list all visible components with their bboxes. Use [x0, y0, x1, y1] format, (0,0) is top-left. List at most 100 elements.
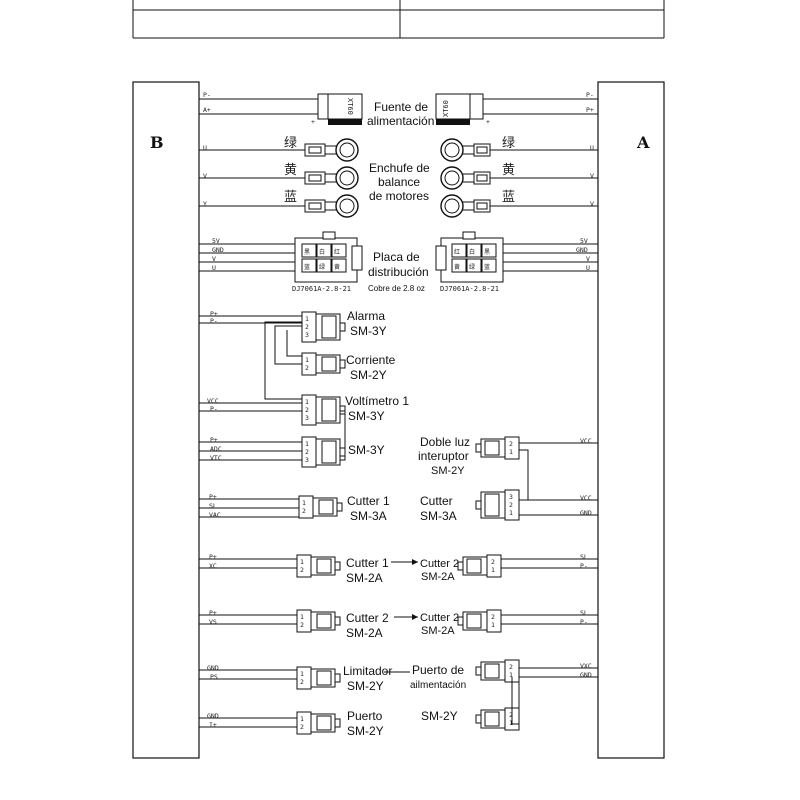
- cutter2-2a-right-pin-1: SL: [580, 609, 588, 617]
- cutter2-2a-right-connector-pin-number: 1: [491, 621, 495, 629]
- cutter2-2a-type: SM-2A: [346, 626, 383, 640]
- balance-right-plug-inner: [476, 202, 488, 210]
- plate-left-top-2: 白: [319, 248, 325, 256]
- cutter-3a-connector-slot: [484, 493, 500, 517]
- balance-label-line3: de motores: [369, 189, 429, 203]
- balance-right-ring-hole: [444, 198, 460, 214]
- doble-luz-line2: interuptor: [418, 449, 469, 463]
- limitador-pin-1: GND: [207, 664, 219, 672]
- cutter2-2a-name: Cutter 2: [346, 611, 389, 625]
- jumper-alarma-voltimetro: [264, 321, 302, 400]
- cutter2-2a-right-pin-2: P-: [580, 618, 588, 626]
- xt60-left-connector: XT60 +: [311, 93, 363, 126]
- plate-right-top-2: 白: [469, 248, 475, 256]
- cutter2-2a-connector-slot: [316, 613, 332, 629]
- cutter1-2a-right-pin-2: P-: [580, 562, 588, 570]
- cutter1-3a-type: SM-3A: [350, 509, 387, 523]
- cutter-3a-connector-pin-number: 2: [509, 501, 513, 509]
- sm3y-connector-pin-number: 1: [305, 440, 309, 448]
- cutter2-2a-pin-1: P+: [209, 609, 217, 617]
- xt60-row: P- A+ P- P+ XT60 + XT60 + Fuente de alim…: [199, 91, 598, 128]
- plate-right-connector: 红 白 黑 黄 绿 蓝: [435, 231, 504, 283]
- xt60-left-plus: +: [311, 118, 315, 126]
- sm3y-connector-pin-number: 3: [305, 456, 309, 464]
- cutter2-2a-connector: 12: [296, 609, 341, 633]
- sm3y-pin-2: ADC: [210, 445, 222, 453]
- plate-label-line1: Placa de: [373, 250, 420, 264]
- puerto-alim-right-pin-1: VXC: [580, 662, 592, 670]
- cutter1-2a-right-connector-pin-number: 2: [491, 558, 495, 566]
- xt60-left-model: XT60: [346, 98, 354, 115]
- voltimetro-type: SM-3Y: [348, 409, 385, 423]
- balance-right-color-1: 绿: [502, 136, 515, 151]
- puerto-alim-connector-pin-number: 1: [509, 671, 513, 679]
- doble-luz-line1: Doble luz: [420, 435, 470, 449]
- balance-label-line1: Enchufe de: [369, 161, 430, 175]
- cutter2-2a-connector-latch: [334, 616, 341, 626]
- doble-luz-connector: 21: [475, 436, 520, 460]
- balance-left-ring-hole: [339, 142, 355, 158]
- xt60-right-plus: +: [486, 118, 490, 126]
- plate-right-pin-4: U: [586, 264, 590, 272]
- limitador-connector-pin-number: 1: [300, 670, 304, 678]
- side-label-a: A: [636, 133, 650, 152]
- sm2y-right-connector-latch: [475, 714, 482, 724]
- xt60-right-connector: XT60 +: [435, 93, 490, 126]
- plate-label-line2: distribución: [368, 265, 429, 279]
- balance-right-ring-hole: [444, 142, 460, 158]
- sm3y-connector-latch: [339, 447, 346, 457]
- corriente-connector-slot: [321, 356, 337, 372]
- puerto-alim-connector-latch: [475, 666, 482, 676]
- xt60-label-line2: alimentación: [367, 114, 434, 128]
- plate-left-top-1: 黑: [304, 249, 310, 256]
- plate-right-part: DJ7061A-2.8-21: [440, 285, 499, 293]
- balance-right-color-2: 黄: [502, 163, 515, 178]
- cutter1-arrow-head: [412, 559, 418, 565]
- balance-left-color-1: 绿: [284, 136, 297, 151]
- cutter2-2a-pin-2: VS: [209, 618, 217, 626]
- balance-label-line2: balance: [378, 175, 420, 189]
- cutter1-2a-pin-1: P+: [209, 553, 217, 561]
- balance-left-color-3: 蓝: [284, 190, 297, 205]
- corriente-connector-pin-number: 1: [305, 356, 309, 364]
- cutter2-arrow-head: [412, 614, 418, 620]
- xt60-left-pin-1: P-: [203, 91, 211, 99]
- cutter1-3a-pin-1: P+: [209, 493, 217, 501]
- xt60-right-pin-1: P-: [586, 91, 594, 99]
- cutter1-2a-right-pin-1: SL: [580, 553, 588, 561]
- puerto-alim-connector-slot: [484, 663, 500, 679]
- cutter1-2a-right-connector: 21: [457, 554, 502, 578]
- plate-left-top-3: 红: [334, 248, 340, 256]
- doble-luz-type: SM-2Y: [431, 465, 465, 477]
- doble-luz-connector-housing: [504, 436, 520, 460]
- xt60-right-pin-2: P+: [586, 106, 594, 114]
- cutter1-3a-name: Cutter 1: [347, 494, 390, 508]
- cutter-3a-name: Cutter: [420, 494, 453, 508]
- plate-left-bottom-2: 绿: [319, 263, 325, 271]
- corriente-connector-pin-number: 2: [305, 364, 309, 372]
- alarma-type: SM-3Y: [350, 324, 387, 338]
- balance-right-ring-hole: [444, 170, 460, 186]
- balance-left-plug-inner: [308, 202, 322, 210]
- doble-luz-connector-latch: [475, 443, 482, 453]
- cutter2-2a-right-connector-pin-number: 2: [491, 613, 495, 621]
- sm2y-right-connector: 21: [475, 707, 520, 731]
- board-frames: B A: [132, 81, 665, 759]
- plate-left-pin-1: 5V: [212, 237, 220, 245]
- plate-right-bottom-3: 蓝: [484, 263, 490, 271]
- balance-left-plug: [304, 166, 359, 190]
- puerto-pin-1: GND: [207, 712, 219, 720]
- sm2y-right-connector-slot: [484, 711, 500, 727]
- side-label-b: B: [150, 133, 164, 152]
- plate-copper: Cobre de 2.8 oz: [368, 284, 425, 293]
- corriente-name: Corriente: [346, 353, 396, 367]
- cutter1-2a-type: SM-2A: [346, 571, 383, 585]
- cutter1-2a-connector-latch: [334, 561, 341, 571]
- jumper-alarma-corriente: [274, 325, 302, 365]
- alarma-connector-pin-number: 3: [305, 331, 309, 339]
- plate-right-top-1: 红: [454, 248, 460, 256]
- voltimetro-pin-1: VCC: [207, 397, 219, 405]
- cutter-3a-connector-pin-number: 3: [509, 493, 513, 501]
- voltimetro-name: Voltímetro 1: [345, 394, 409, 408]
